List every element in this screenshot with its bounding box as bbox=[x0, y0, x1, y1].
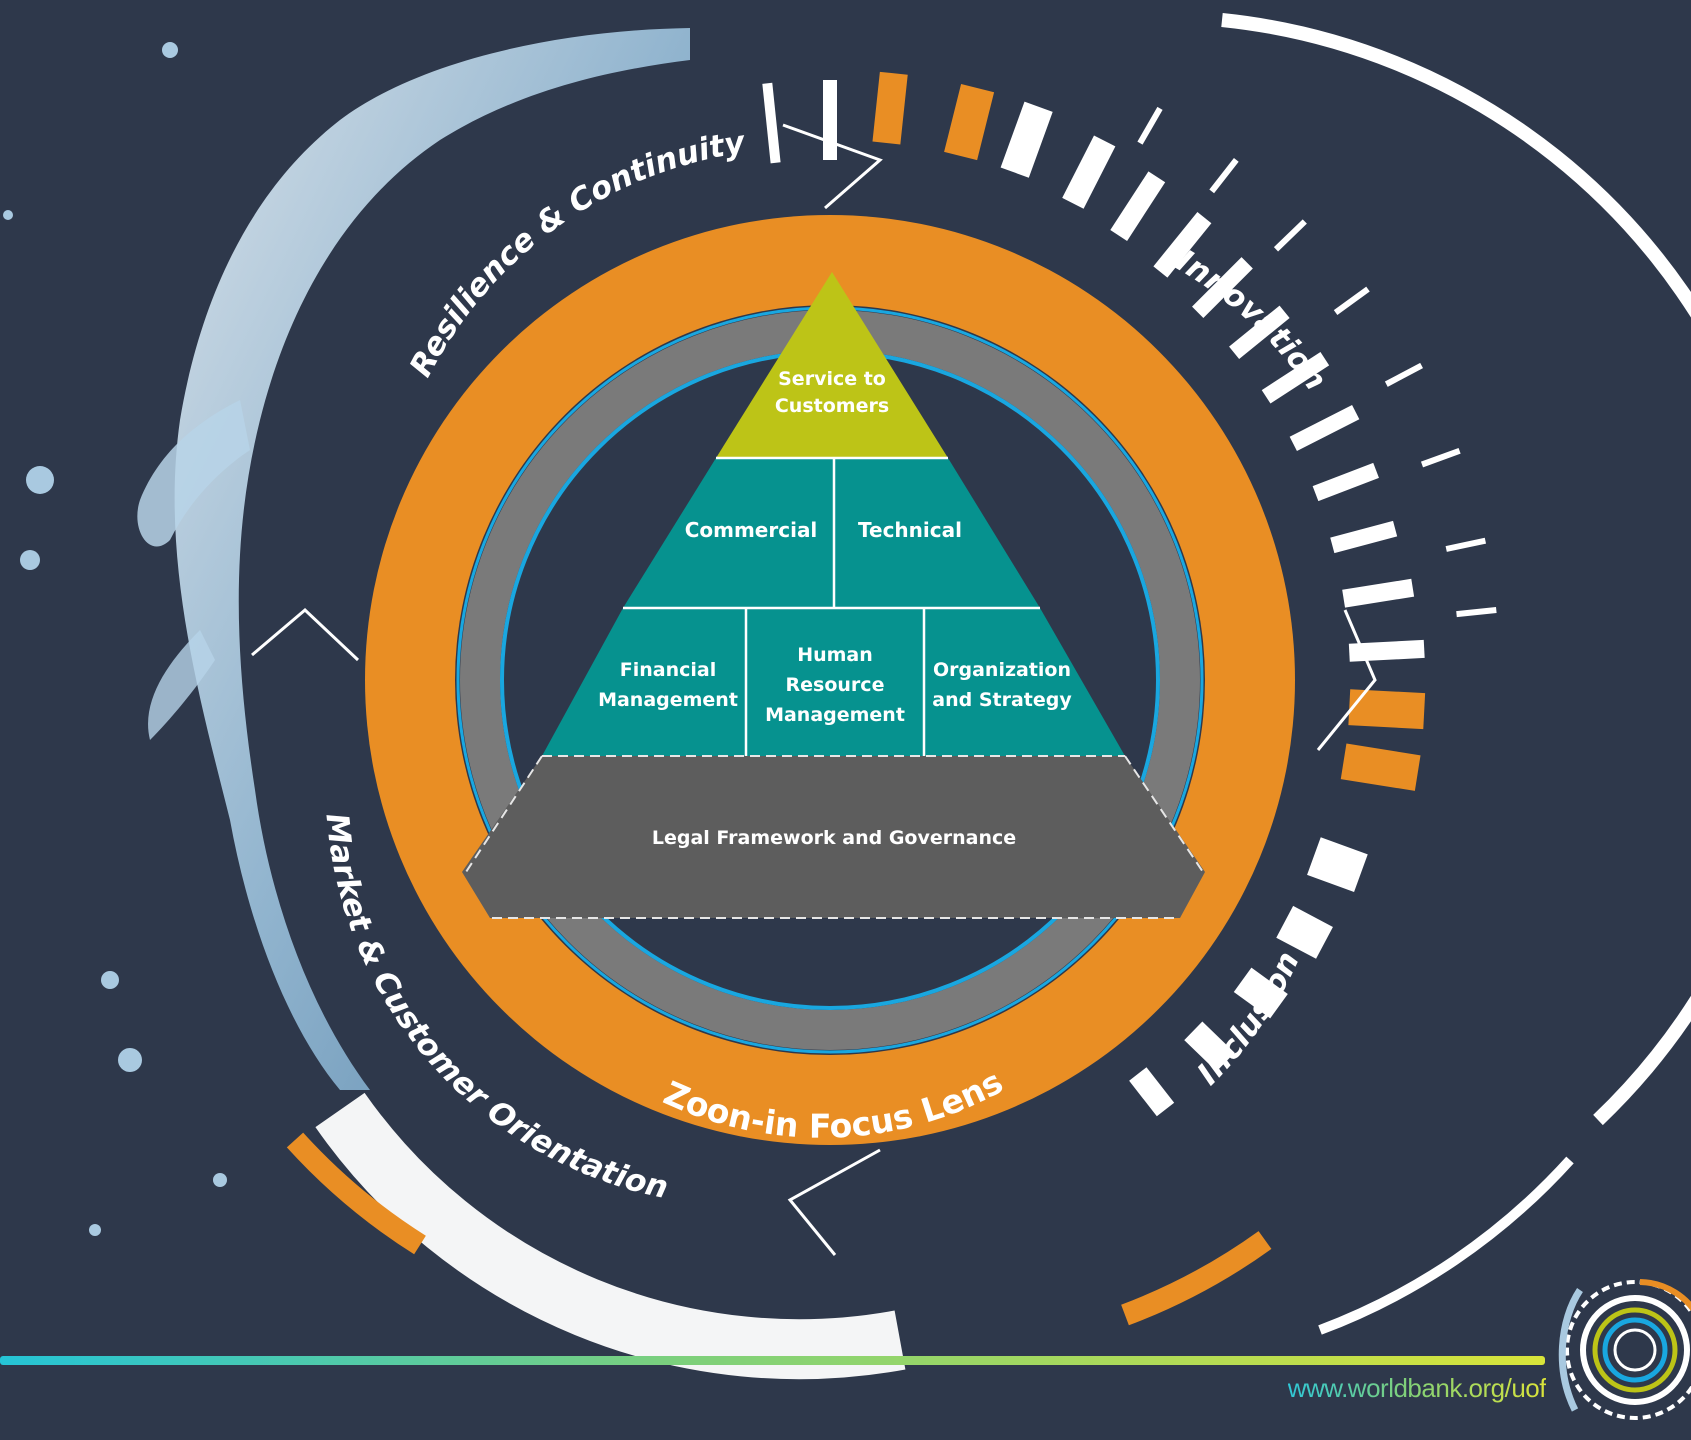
tick-mark bbox=[1289, 404, 1360, 452]
pyramid: Service to Customers Commercial Technica… bbox=[462, 272, 1205, 919]
svg-text:Inclusion: Inclusion bbox=[1190, 946, 1306, 1092]
pyramid-tier2 bbox=[623, 458, 1040, 608]
tier3-financial-line1: Financial bbox=[620, 659, 716, 681]
tick-mark bbox=[1333, 286, 1370, 316]
base-label: Legal Framework and Governance bbox=[652, 827, 1016, 849]
pyramid-tier3 bbox=[542, 608, 1125, 756]
uof-logo-icon bbox=[1558, 1279, 1691, 1420]
ring-label-inclusion-text: Inclusion bbox=[1190, 946, 1306, 1092]
tick-mark bbox=[1273, 219, 1307, 252]
footer-gradient-bar bbox=[0, 1356, 1545, 1365]
decorative-tick-marks bbox=[762, 71, 1497, 1117]
tick-mark bbox=[1137, 106, 1163, 145]
tick-mark bbox=[944, 83, 995, 161]
tick-mark bbox=[1233, 967, 1288, 1019]
tick-mark bbox=[1184, 1021, 1235, 1072]
outer-arc-bottom bbox=[1318, 1156, 1574, 1335]
tick-mark bbox=[1129, 1067, 1175, 1117]
orange-tick-bottom-right bbox=[1121, 1231, 1272, 1326]
tier2-label-commercial: Commercial bbox=[685, 518, 818, 542]
tick-mark bbox=[1445, 537, 1487, 552]
tick-mark bbox=[1307, 837, 1368, 892]
orange-tick-bottom-left bbox=[286, 1132, 426, 1255]
tick-mark bbox=[1062, 135, 1116, 209]
tier3-hr-line3: Management bbox=[765, 704, 905, 726]
tick-mark bbox=[1261, 351, 1330, 404]
decorative-outer-arcs bbox=[286, 13, 1691, 1380]
footer-url-text: www.worldbank.org/uof bbox=[1287, 1373, 1547, 1403]
tick-mark bbox=[1330, 520, 1398, 554]
pyramid-base bbox=[462, 756, 1205, 918]
tick-mark bbox=[1312, 462, 1379, 502]
ring-label-inclusion: Inclusion bbox=[1190, 946, 1306, 1092]
ring-chevron-dividers bbox=[251, 123, 1377, 1256]
tier3-org-line1: Organization bbox=[933, 659, 1071, 681]
tick-mark bbox=[1229, 305, 1290, 360]
tick-mark bbox=[1384, 362, 1424, 387]
tick-mark bbox=[1110, 171, 1166, 241]
tick-mark bbox=[1153, 211, 1212, 278]
tier3-hr-line2: Resource bbox=[786, 674, 885, 696]
tick-mark bbox=[1000, 101, 1053, 178]
outer-arc-right bbox=[1221, 13, 1691, 1126]
tier3-hr-line1: Human bbox=[797, 644, 873, 666]
apex-label-line1: Service to bbox=[778, 368, 886, 390]
inner-arc-bottom bbox=[315, 1092, 906, 1380]
tick-mark bbox=[762, 82, 781, 164]
tier2-label-technical: Technical bbox=[858, 518, 962, 542]
tier3-org-line2: and Strategy bbox=[932, 689, 1072, 711]
tier3-financial-line2: Management bbox=[598, 689, 738, 711]
ring-label-innovation-text: Innovation bbox=[1170, 243, 1334, 397]
footer-url-link[interactable]: www.worldbank.org/uof bbox=[1287, 1373, 1547, 1404]
tick-mark bbox=[1192, 257, 1253, 318]
tick-mark bbox=[1342, 578, 1415, 608]
svg-text:Innovation: Innovation bbox=[1170, 243, 1334, 397]
tick-mark bbox=[1348, 689, 1426, 730]
tick-mark bbox=[1276, 905, 1333, 959]
tick-mark bbox=[1456, 607, 1497, 618]
pyramid-apex bbox=[716, 272, 948, 458]
water-splash-graphic bbox=[3, 28, 690, 1236]
tick-mark bbox=[1209, 158, 1239, 194]
ring-label-innovation: Innovation bbox=[1170, 243, 1334, 397]
apex-label-line2: Customers bbox=[775, 395, 889, 417]
tick-mark bbox=[872, 71, 908, 145]
tick-mark bbox=[1420, 447, 1461, 468]
tick-mark bbox=[1340, 743, 1421, 791]
